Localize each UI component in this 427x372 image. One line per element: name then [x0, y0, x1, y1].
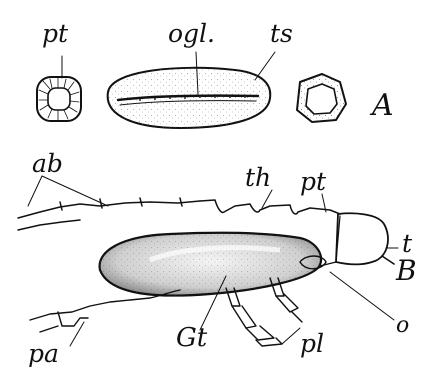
label-pa: pa [28, 339, 59, 367]
label-gt: Gt [176, 323, 208, 353]
panel-b: ab th pt t B Gt o pl pa [18, 149, 417, 367]
cross-section-left [37, 77, 81, 121]
panel-label-a: A [369, 88, 394, 123]
label-o: o [396, 313, 409, 338]
panel-a: pt ogl. ts A [37, 19, 394, 128]
cross-section-right [297, 74, 346, 122]
label-th: th [245, 163, 271, 192]
panel-label-b: B [395, 254, 417, 287]
label-pl: pl [300, 329, 324, 358]
label-pt-a: pt [42, 19, 69, 48]
gland-gt [100, 233, 322, 296]
head-capsule [336, 213, 394, 264]
gland-cross-section [108, 68, 271, 128]
label-ts: ts [270, 19, 293, 48]
label-ogl: ogl. [168, 19, 215, 48]
dorsal-outline [18, 198, 340, 230]
label-ab: ab [32, 149, 63, 178]
label-pt-b: pt [300, 167, 327, 196]
